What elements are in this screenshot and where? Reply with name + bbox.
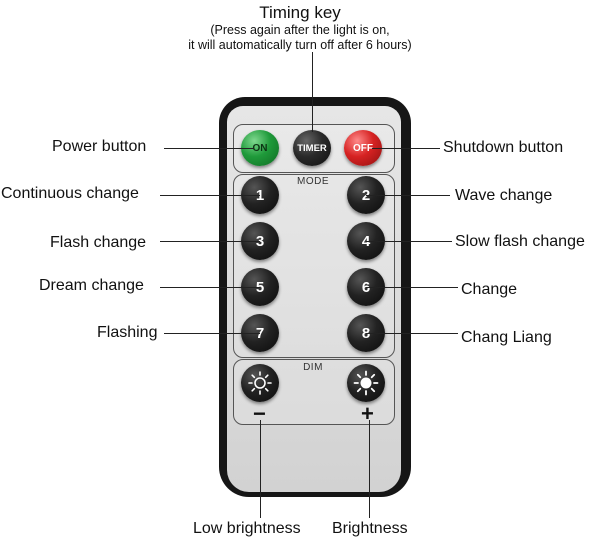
leader-shutdown <box>372 148 440 149</box>
leader-brightness <box>369 420 370 518</box>
mode-button-5[interactable]: 5 <box>241 268 279 306</box>
leader-flash <box>160 241 260 242</box>
label-brightness: Brightness <box>332 520 408 537</box>
leader-continuous <box>160 195 260 196</box>
leader-power <box>164 148 254 149</box>
label-continuous-change: Continuous change <box>1 185 139 202</box>
dim-up-button[interactable] <box>347 364 385 402</box>
timing-key-title: Timing key <box>259 3 341 22</box>
leader-change <box>366 287 458 288</box>
label-wave-change: Wave change <box>455 187 553 204</box>
timing-key-note: (Press again after the light is on, it w… <box>0 23 600 53</box>
timing-key-note-line1: (Press again after the light is on, <box>210 23 390 37</box>
leader-flashing <box>164 333 260 334</box>
label-slow-flash-change: Slow flash change <box>455 233 585 250</box>
label-change: Change <box>461 281 518 298</box>
label-low-brightness: Low brightness <box>193 520 301 537</box>
leader-low-brightness <box>260 420 261 518</box>
label-shutdown-button: Shutdown button <box>443 139 564 156</box>
label-flashing: Flashing <box>97 324 158 341</box>
timing-key-note-line2: it will automatically turn off after 6 h… <box>188 38 412 52</box>
mode-label: MODE <box>297 176 329 187</box>
leader-wave <box>366 195 450 196</box>
label-dream-change: Dream change <box>39 277 144 294</box>
label-power-button: Power button <box>52 138 147 155</box>
leader-slow-flash <box>366 241 452 242</box>
leader-dream <box>160 287 260 288</box>
minus-sign: − <box>253 401 266 426</box>
leader-chang-liang <box>366 333 458 334</box>
leader-timer <box>312 52 313 132</box>
plus-sign: + <box>361 401 374 426</box>
timer-button[interactable]: TIMER <box>293 130 331 166</box>
label-chang-liang: Chang Liang <box>461 329 552 346</box>
dim-down-button[interactable] <box>241 364 279 402</box>
label-flash-change: Flash change <box>50 234 147 251</box>
dim-label: DIM <box>303 362 323 373</box>
sun-bright-icon <box>353 370 379 396</box>
sun-dim-icon <box>248 371 272 395</box>
